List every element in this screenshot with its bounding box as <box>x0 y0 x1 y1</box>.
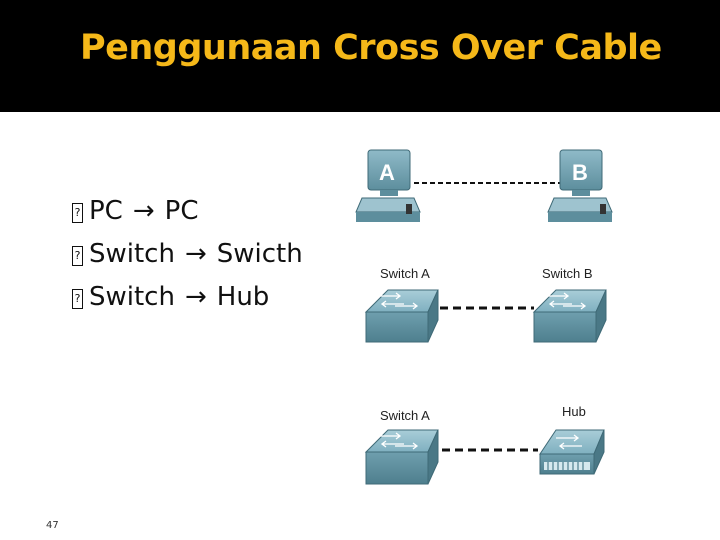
bullet-list: ? PC → PC ? Switch → Swicth ? Switch → H… <box>72 190 303 319</box>
switch-a-label-2: Switch A <box>380 408 430 423</box>
switch-a-label: Switch A <box>380 266 430 281</box>
bullet-from: Switch <box>89 282 175 312</box>
bullet-item: ? PC → PC <box>72 190 303 233</box>
bullet-item: ? Switch → Hub <box>72 276 303 319</box>
switch-b-label: Switch B <box>542 266 593 281</box>
hub-label: Hub <box>562 404 586 419</box>
pc-a-icon: A <box>355 149 421 222</box>
arrow-right-icon: → <box>132 196 155 226</box>
bullet-marker-icon: ? <box>72 288 83 309</box>
bullet-to: Hub <box>216 282 270 312</box>
slide-header <box>0 0 720 112</box>
pc-a-label: A <box>379 160 395 185</box>
bullet-from: Switch <box>89 239 175 269</box>
bullet-marker-icon: ? <box>72 245 83 266</box>
switch-b-icon <box>532 289 607 343</box>
slide-title: Penggunaan Cross Over Cable <box>80 28 662 68</box>
switch-a-icon-2 <box>364 429 439 485</box>
bullet-marker-icon: ? <box>72 202 83 223</box>
arrow-right-icon: → <box>184 282 207 312</box>
arrow-right-icon: → <box>184 239 207 269</box>
page-number: 47 <box>46 520 59 531</box>
bullet-from: PC <box>89 196 123 226</box>
switch-a-icon <box>364 289 439 343</box>
bullet-to: PC <box>164 196 199 226</box>
hub-icon <box>539 429 605 475</box>
bullet-item: ? Switch → Swicth <box>72 233 303 276</box>
bullet-to: Swicth <box>216 239 303 269</box>
pc-b-label: B <box>572 160 588 185</box>
pc-b-icon: B <box>547 149 613 222</box>
